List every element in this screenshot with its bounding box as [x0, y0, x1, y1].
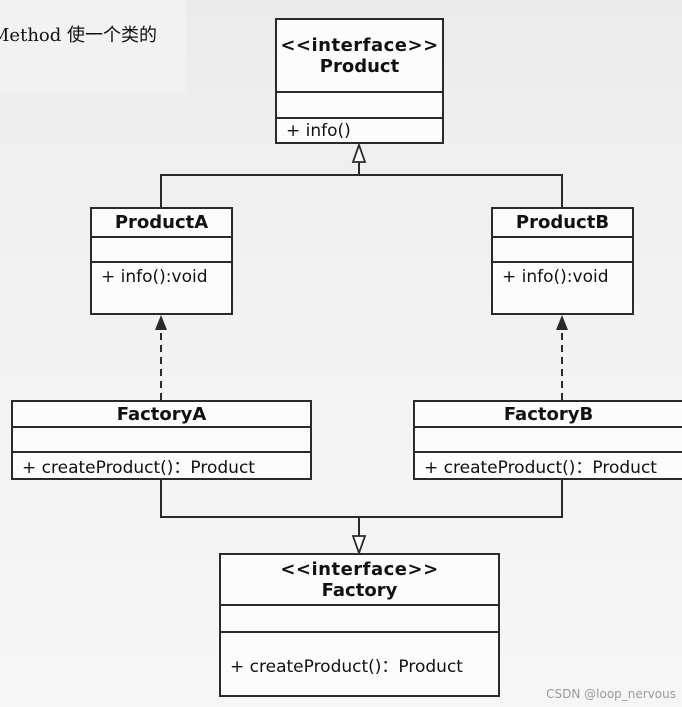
- attributes-section: [92, 236, 231, 261]
- class-header-factoryA: FactoryA: [13, 402, 310, 426]
- methods-section: + info():void: [92, 261, 231, 290]
- methods-section: + createProduct()：Product: [13, 451, 310, 478]
- class-header-productB: ProductB: [493, 209, 632, 236]
- methods-section: + info():void: [493, 261, 632, 290]
- realization-line-productA-product: [160, 162, 360, 207]
- method-label: + createProduct()：Product: [230, 656, 463, 677]
- class-header-product: <<interface>> Product: [277, 20, 442, 91]
- stereotype-label: <<interface>>: [280, 558, 439, 580]
- method-label: + createProduct()：Product: [424, 458, 657, 478]
- attributes-section: [221, 604, 498, 631]
- class-name: FactoryB: [503, 403, 594, 425]
- dependency-arrowhead-productA: [155, 315, 167, 330]
- class-header-factory: <<interface>> Factory: [221, 555, 498, 604]
- methods-section: + createProduct()：Product: [221, 631, 498, 695]
- class-box-factoryA: FactoryA + createProduct()：Product: [11, 400, 312, 480]
- method-label: + info(): [286, 120, 351, 141]
- attributes-section: [493, 236, 632, 261]
- class-name: Product: [319, 55, 400, 77]
- realization-arrowhead-factory: [351, 535, 367, 556]
- class-box-product: <<interface>> Product + info(): [275, 18, 444, 144]
- class-box-productB: ProductB + info():void: [491, 207, 634, 315]
- attributes-section: [13, 426, 310, 451]
- caption-text: Method 使一个类的: [0, 25, 157, 46]
- class-name: ProductB: [515, 212, 610, 233]
- stereotype-label: <<interface>>: [280, 34, 439, 56]
- method-label: + createProduct()：Product: [22, 458, 255, 478]
- class-name: ProductA: [114, 212, 209, 233]
- class-box-factoryB: FactoryB + createProduct()：Product: [413, 400, 682, 480]
- attributes-section: [415, 426, 682, 451]
- class-header-productA: ProductA: [92, 209, 231, 236]
- class-name: FactoryA: [116, 403, 207, 425]
- class-box-productA: ProductA + info():void: [90, 207, 233, 315]
- method-label: + info():void: [101, 266, 208, 287]
- realization-line-productB-product: [359, 174, 563, 207]
- dependency-arrowhead-productB: [556, 315, 568, 330]
- class-header-factoryB: FactoryB: [415, 402, 682, 426]
- attributes-section: [277, 91, 442, 117]
- class-box-factory: <<interface>> Factory + createProduct()：…: [219, 553, 500, 697]
- realization-arrowhead-product: [351, 142, 367, 163]
- watermark-text: CSDN @loop_nervous: [546, 687, 676, 701]
- methods-section: + createProduct()：Product: [415, 451, 682, 478]
- caption-text-fragment: Method 使一个类的: [0, 0, 186, 92]
- method-label: + info():void: [502, 266, 609, 287]
- realization-line-factoryB-factory: [359, 479, 563, 518]
- methods-section: + info(): [277, 117, 442, 142]
- realization-line-factoryA-factory: [160, 479, 360, 536]
- class-name: Factory: [321, 579, 398, 601]
